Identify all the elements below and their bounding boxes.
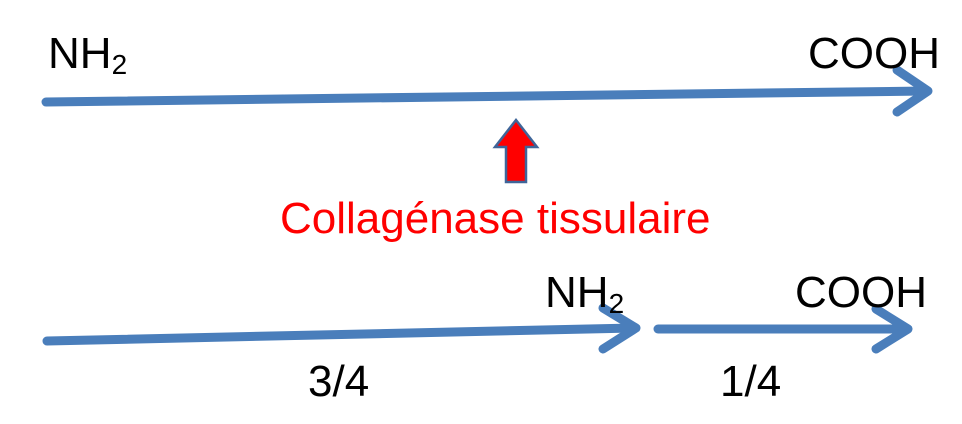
intact-c-terminus-label: COOH [808,29,940,78]
fragment-small-arrowhead [871,304,913,354]
intact-chain-shaft [41,86,931,107]
intact-chain-arrowhead [892,65,933,117]
fragment-large-shaft [42,323,639,346]
enzyme-label: Collagénase tissulaire [280,194,711,243]
intact-n-terminus-subscript: 2 [111,49,128,80]
fragment-large-n-terminus-subscript: 2 [608,288,625,319]
fragment-large-arrowhead [598,303,641,354]
fragment-small-c-terminus-label: COOH [795,268,927,317]
fragment-large-n-terminus-label: NH2 [545,271,624,318]
fragment-large-n-terminus-text: NH [545,268,609,317]
intact-chain-arrow [41,65,933,117]
intact-n-terminus-label: NH2 [48,32,127,79]
fragment-small-fraction-label: 1/4 [720,357,782,406]
fragment-large-fraction-label: 3/4 [308,357,370,406]
intact-n-terminus-text: NH [48,29,112,78]
fragment-large-arrow [42,303,641,354]
up-arrow-icon [492,117,540,184]
fragment-small-arrow [653,304,913,354]
